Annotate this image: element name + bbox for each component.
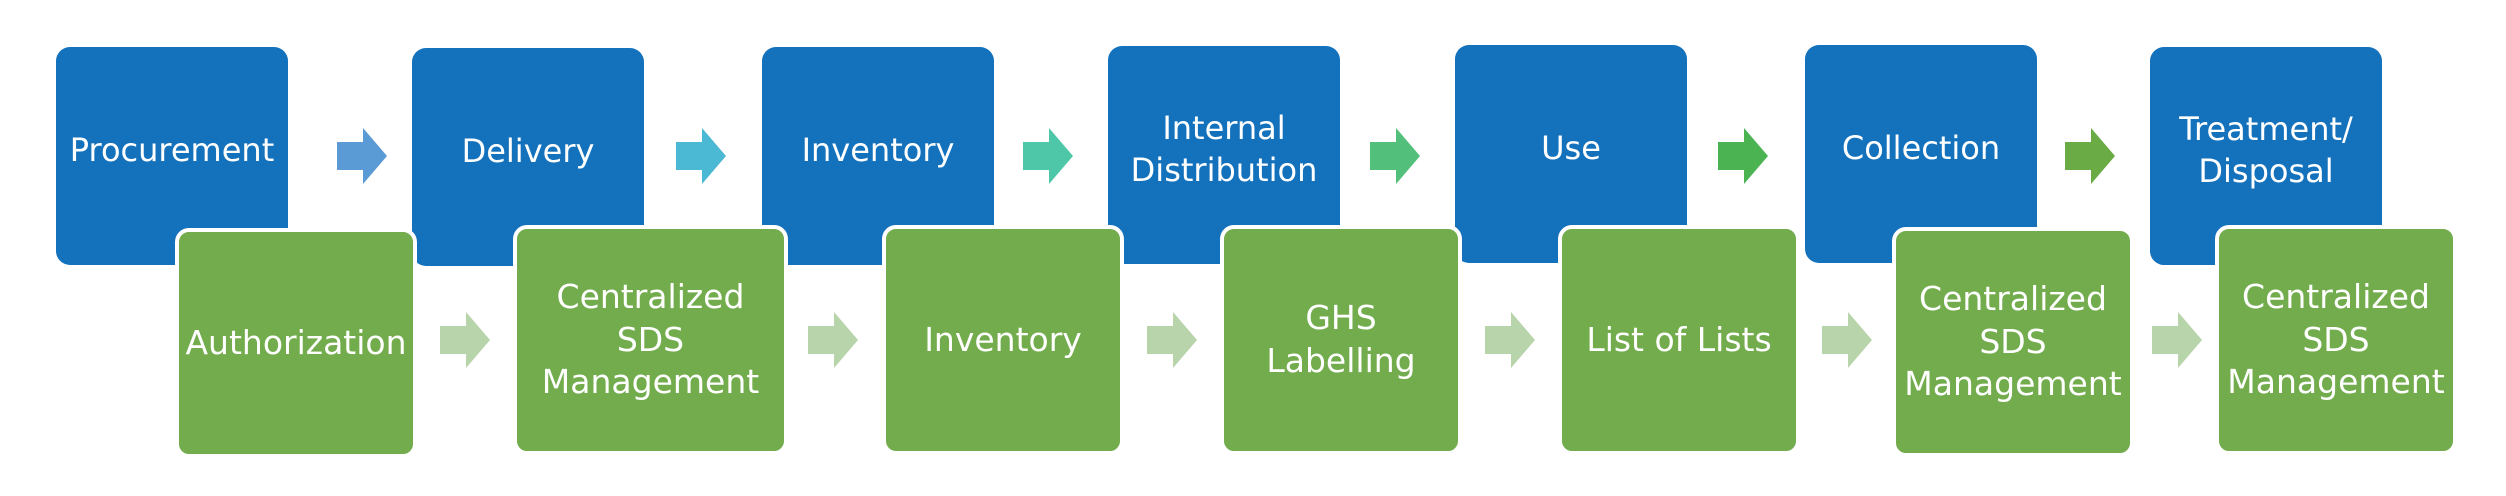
function-centralized-sds-management: Centralized SDS Management (2215, 225, 2457, 455)
stage-label: Use (1541, 129, 1601, 168)
arrow-right-icon (1147, 312, 1197, 368)
stage-label: Delivery (461, 132, 595, 171)
function-list-of-lists: List of Lists (1558, 225, 1800, 455)
arrow-right-icon (1370, 128, 1420, 184)
arrow-right-icon (2065, 128, 2115, 184)
stage-label: Collection (1841, 129, 2001, 168)
function-label: Inventory (924, 319, 1082, 359)
stage-label: Treatment/ Disposal (2179, 110, 2353, 190)
arrow-right-icon (1718, 128, 1768, 184)
function-centralized-sds-management: Centralized SDS Management (1892, 227, 2134, 457)
function-label: GHS Labelling (1266, 298, 1416, 380)
stage-procurement: Procurement (56, 47, 288, 265)
arrow-right-icon (337, 128, 387, 184)
arrow-right-icon (808, 312, 858, 368)
stage-label: Procurement (69, 131, 275, 170)
function-label: Authorization (185, 322, 407, 362)
function-label: List of Lists (1586, 319, 1772, 359)
stage-label: Internal Distribution (1130, 109, 1318, 189)
stage-collection: Collection (1805, 45, 2037, 263)
function-label: Centralized SDS Management (1904, 278, 2122, 404)
arrow-right-icon (440, 312, 490, 368)
stage-label: Inventory (801, 131, 955, 170)
arrow-right-icon (1822, 312, 1872, 368)
function-inventory: Inventory (882, 225, 1124, 455)
arrow-right-icon (1023, 128, 1073, 184)
function-label: Centralized SDS Management (541, 276, 760, 402)
arrow-right-icon (1485, 312, 1535, 368)
arrow-right-icon (676, 128, 726, 184)
arrow-right-icon (2152, 312, 2202, 368)
function-ghs-labelling: GHS Labelling (1220, 225, 1462, 455)
function-label: Centralized SDS Management (2227, 276, 2445, 402)
function-authorization: Authorization (175, 228, 417, 458)
stage-internal-distribution: Internal Distribution (1108, 46, 1340, 264)
function-centralized-sds-management: Centralized SDS Management (513, 225, 788, 455)
